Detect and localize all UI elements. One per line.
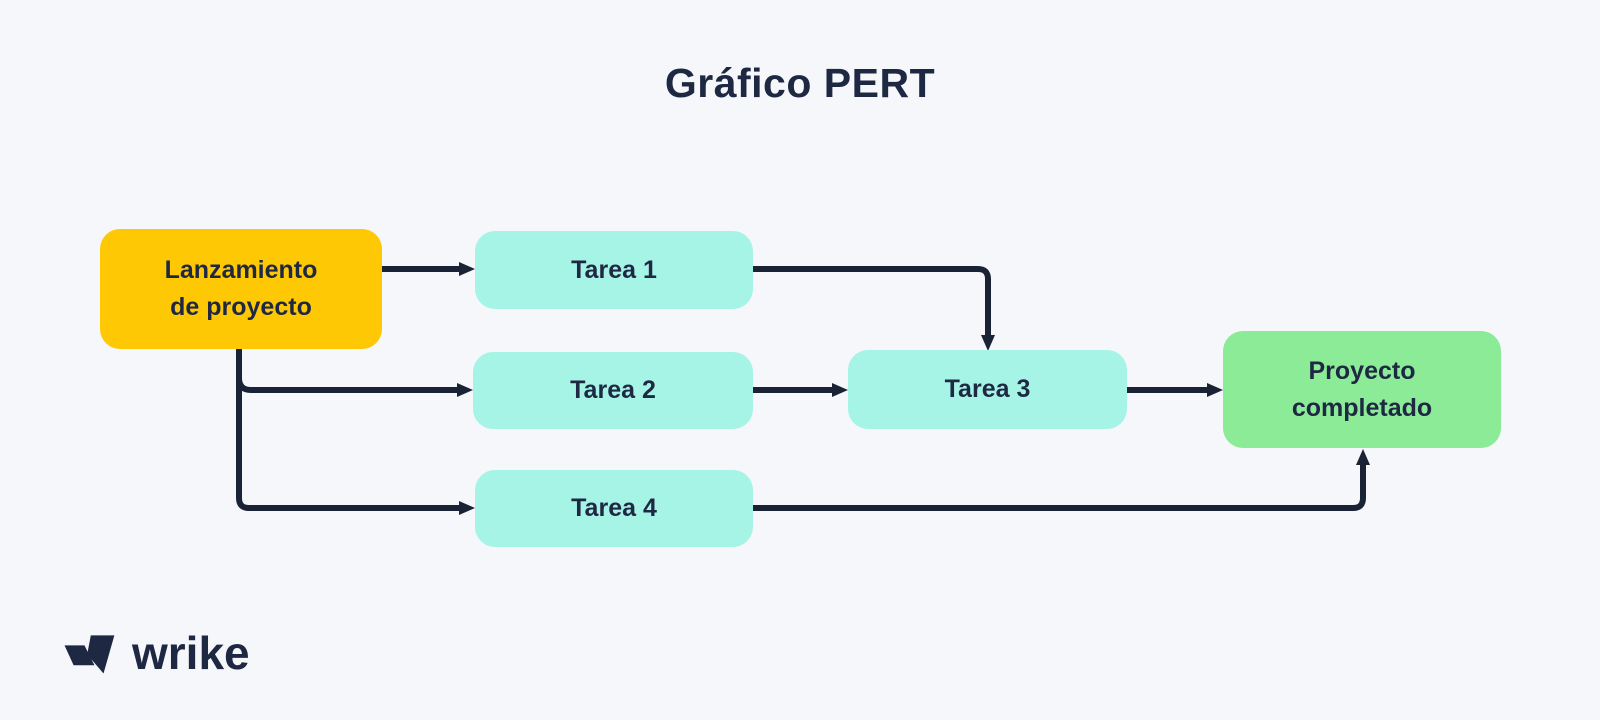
node-project-completed: Proyecto completado — [1223, 331, 1501, 448]
wrike-checkmark-icon — [64, 635, 115, 674]
edge-start-tarea2 — [236, 377, 473, 397]
node-label: Tarea 3 — [944, 375, 1031, 403]
node-tarea-2: Tarea 2 — [473, 352, 753, 429]
edge-tarea4-end — [753, 449, 1370, 511]
wrike-logo: wrike — [60, 630, 250, 677]
node-label-line: completado — [1291, 393, 1433, 422]
page-title: Gráfico PERT — [664, 60, 936, 106]
node-tarea-4: Tarea 4 — [475, 470, 753, 547]
node-label-line: de proyecto — [170, 293, 312, 321]
node-label-line: Proyecto — [1308, 356, 1416, 385]
edge-tarea1-tarea3 — [753, 266, 995, 351]
node-tarea-3: Tarea 3 — [848, 350, 1127, 429]
node-label: Tarea 4 — [571, 494, 657, 522]
node-label-line: Lanzamiento — [164, 256, 318, 284]
edge-start-tarea4 — [236, 349, 475, 515]
node-label: Tarea 1 — [571, 255, 657, 284]
node-project-launch: Lanzamiento de proyecto — [100, 229, 382, 349]
wrike-logo-text: wrike — [132, 627, 250, 679]
node-tarea-1: Tarea 1 — [475, 231, 753, 309]
node-label: Tarea 2 — [570, 376, 656, 404]
